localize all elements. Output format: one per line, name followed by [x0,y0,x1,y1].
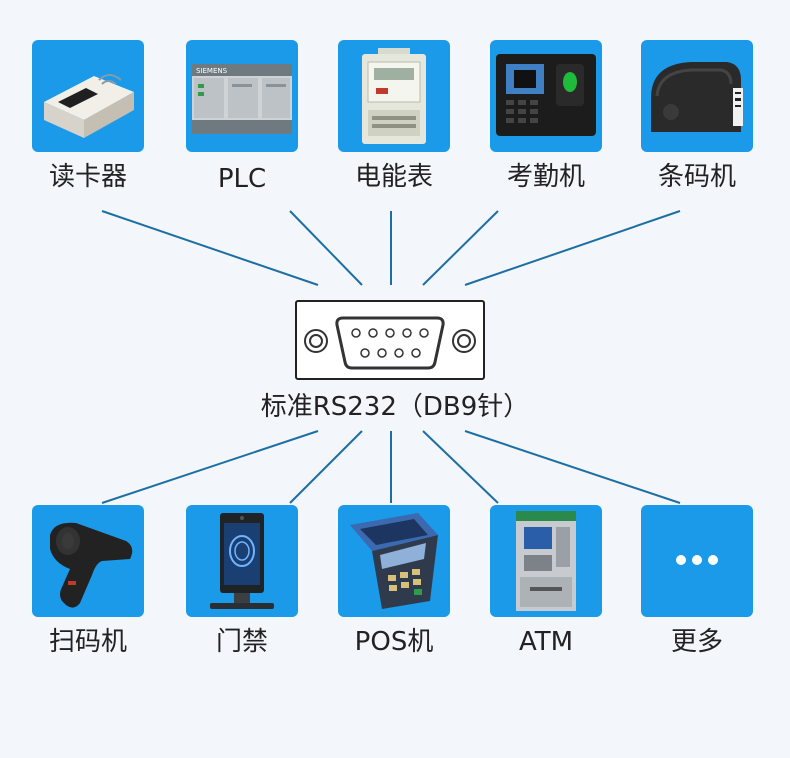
barcode-scanner-icon [50,522,133,608]
device-label-plc: PLC [217,164,267,194]
svg-text:SIEMENS: SIEMENS [196,67,228,75]
device-label-barcode-printer: 条码机 [657,162,736,192]
center-label: 标准RS232（DB9针） [260,392,530,422]
line-access-control [289,430,363,504]
pos-terminal-icon [350,513,438,609]
energy-meter-tile [338,40,450,152]
line-attendance [422,210,499,286]
pos-tile [338,505,450,617]
attendance-machine-icon [496,54,596,136]
barcode-printer-icon [651,62,743,132]
line-more [464,430,681,504]
db9-connector-icon [304,316,476,370]
barcode-scanner-tile [32,505,144,617]
device-label-access-control: 门禁 [215,627,268,657]
atm-icon [516,511,576,611]
attendance-tile [490,40,602,152]
device-label-attendance: 考勤机 [506,162,585,192]
device-label-energy-meter: 电能表 [354,162,433,192]
more-icon [676,555,718,565]
device-label-atm: ATM [518,627,574,657]
card-reader-tile [32,40,144,152]
plc-tile: SIEMENS [186,40,298,152]
line-plc [289,210,363,286]
line-barcode-printer [464,210,681,286]
barcode-printer-tile [641,40,753,152]
device-label-card-reader: 读卡器 [48,162,127,192]
device-label-more[interactable]: 更多 [670,627,723,657]
atm-tile [490,505,602,617]
line-barcode-scanner [101,430,319,504]
device-label-barcode-scanner: 扫码机 [48,627,127,657]
line-card-reader [101,210,319,286]
access-control-tile [186,505,298,617]
plc-icon: SIEMENS [192,64,292,134]
more-tile[interactable] [641,505,753,617]
line-atm [422,430,499,504]
energy-meter-icon [362,48,426,144]
access-control-icon [210,513,274,609]
card-reader-icon [44,74,134,138]
db9-connector [295,300,485,380]
device-label-pos: POS机 [354,627,434,657]
